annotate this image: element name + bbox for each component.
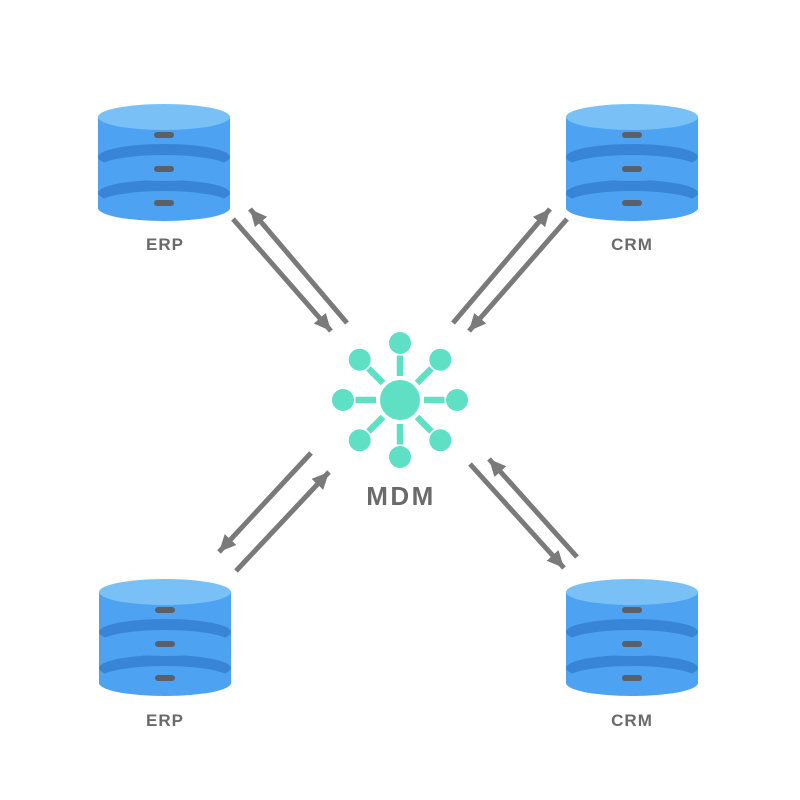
hub-spoke — [414, 414, 434, 434]
hub-satellite-circle — [348, 429, 371, 452]
erp-database-bottom-left — [99, 579, 231, 696]
crm-database-bottom-right — [566, 579, 698, 696]
crm-database-top-right — [566, 104, 698, 221]
arrow-erp-top-left-to-mdm — [231, 217, 333, 333]
hub-center-circle — [380, 380, 420, 420]
connection-erp-bottom-left — [217, 451, 331, 573]
hub-satellite-circle — [429, 429, 452, 452]
node-label-erp-bottom-left: ERP — [146, 711, 184, 730]
node-label-crm-top-right: CRM — [611, 235, 653, 254]
hub-satellite-circle — [332, 389, 354, 411]
database-icon — [99, 579, 231, 696]
connection-crm-bottom-right — [468, 457, 579, 570]
node-label-erp-top-left: ERP — [146, 235, 184, 254]
arrow-mdm-to-crm-bottom-right — [468, 462, 566, 570]
hub-satellite-circle — [446, 389, 468, 411]
database-icon — [566, 104, 698, 221]
arrow-erp-bottom-left-to-mdm — [234, 470, 331, 573]
database-icon — [566, 579, 698, 696]
arrow-mdm-to-crm-top-right — [451, 207, 552, 325]
arrow-mdm-to-erp-top-left — [248, 207, 349, 325]
erp-database-top-left — [98, 104, 230, 221]
connection-erp-top-left — [231, 207, 349, 333]
hub-satellite-circle — [389, 332, 411, 354]
hub-spoke — [414, 366, 434, 386]
node-label-crm-bottom-right: CRM — [611, 711, 653, 730]
hub-label-mdm: MDM — [366, 481, 436, 511]
hub-satellite-circle — [389, 446, 411, 468]
hub-satellite-circle — [348, 348, 371, 371]
arrow-crm-top-right-to-mdm — [467, 217, 569, 333]
hub-spoke — [366, 366, 386, 386]
hub-spoke — [366, 414, 386, 434]
arrow-mdm-to-erp-bottom-left — [217, 451, 313, 554]
database-icon — [98, 104, 230, 221]
connection-crm-top-right — [451, 207, 569, 333]
hub-network-icon — [332, 332, 468, 468]
hub-satellite-circle — [429, 348, 452, 371]
arrow-crm-bottom-right-to-mdm — [487, 457, 579, 559]
